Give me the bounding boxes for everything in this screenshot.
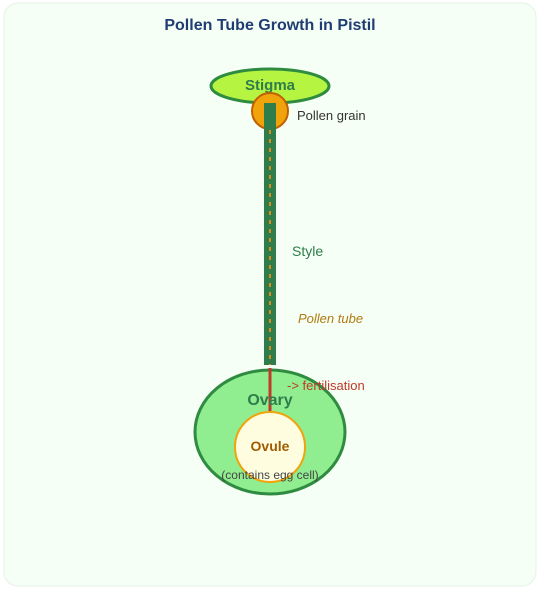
pollen-tube-label: Pollen tube (298, 311, 363, 326)
diagram-title: Pollen Tube Growth in Pistil (164, 17, 375, 34)
ovule-shape (234, 411, 306, 483)
stigma-label: Stigma (245, 77, 296, 94)
style-label: Style (292, 243, 323, 259)
ovule-label: Ovule (251, 438, 290, 454)
ovule-note: (contains egg cell) (221, 468, 318, 482)
style-column (264, 103, 276, 365)
style-top-over-pollen (264, 103, 276, 130)
ovary-label: Ovary (247, 392, 292, 409)
pollen-grain-label: Pollen grain (297, 108, 366, 123)
fertilisation-label: -> fertilisation (287, 378, 365, 393)
